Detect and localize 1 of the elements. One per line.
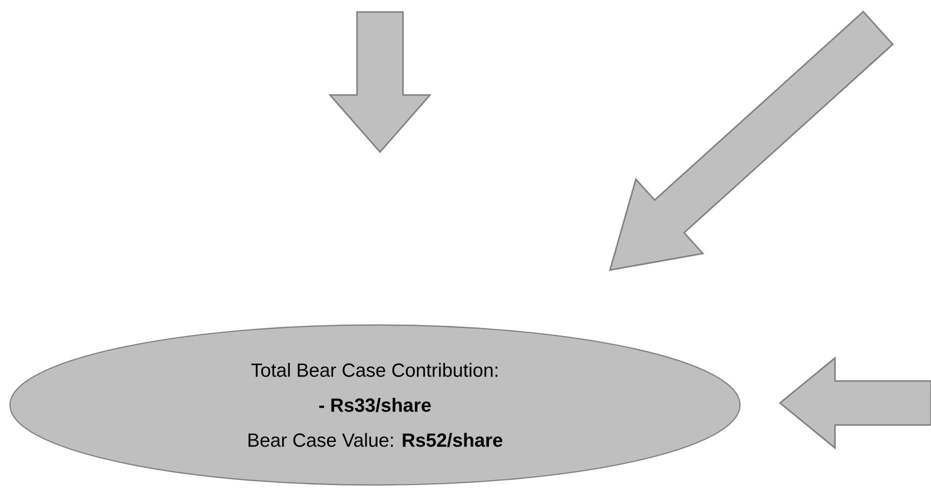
ellipse-node: Total Bear Case Contribution: - Rs33/share Bear Case Value: Rs52/share [9,324,741,486]
